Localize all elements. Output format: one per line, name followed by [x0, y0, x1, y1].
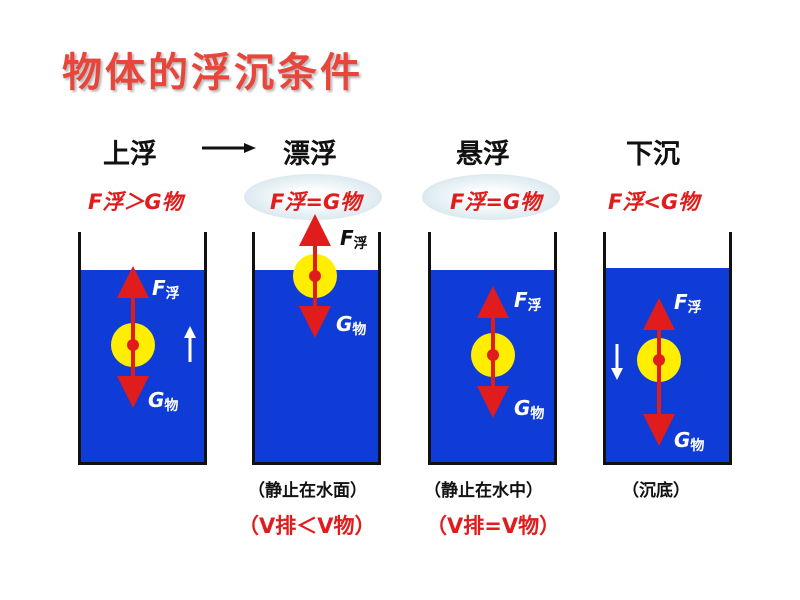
state-label-rise: 上浮	[103, 139, 157, 170]
state-label-suspend: 悬浮	[456, 139, 510, 170]
force-up-label-float: F浮	[340, 226, 368, 252]
object-float	[293, 214, 337, 338]
condition-rise: F浮＞G物	[88, 190, 183, 214]
condition-highlight-suspend	[422, 174, 560, 220]
force-down-label-float: G物	[336, 312, 367, 338]
note-suspend: （静止在水中）	[424, 481, 543, 501]
volume-condition-float: （V排＜V物）	[238, 514, 376, 538]
up-arrow-icon	[184, 326, 196, 362]
water-rise	[81, 270, 204, 462]
object-rise	[111, 266, 155, 408]
note-sink: （沉底）	[622, 481, 690, 501]
condition-sink: F浮<G物	[608, 190, 700, 214]
object-sink	[637, 298, 681, 446]
force-down-label-rise: G物	[148, 388, 179, 414]
condition-float: F浮=G物	[270, 190, 362, 214]
force-up-label-suspend: F浮	[514, 288, 542, 314]
force-up-label-sink: F浮	[674, 290, 702, 316]
beaker-rise	[78, 232, 207, 465]
condition-suspend: F浮=G物	[450, 190, 542, 214]
force-down-label-suspend: G物	[514, 396, 545, 422]
object-suspend	[471, 286, 515, 418]
state-label-float: 漂浮	[283, 139, 337, 170]
volume-condition-suspend: （V排=V物）	[426, 514, 561, 538]
condition-highlight-float	[244, 174, 382, 220]
note-float: （静止在水面）	[248, 481, 367, 501]
down-arrow-icon	[611, 344, 623, 380]
force-up-label-rise: F浮	[152, 276, 180, 302]
force-down-label-sink: G物	[674, 428, 705, 454]
state-label-sink: 下沉	[626, 139, 680, 170]
page-title: 物体的浮沉条件	[62, 50, 363, 96]
